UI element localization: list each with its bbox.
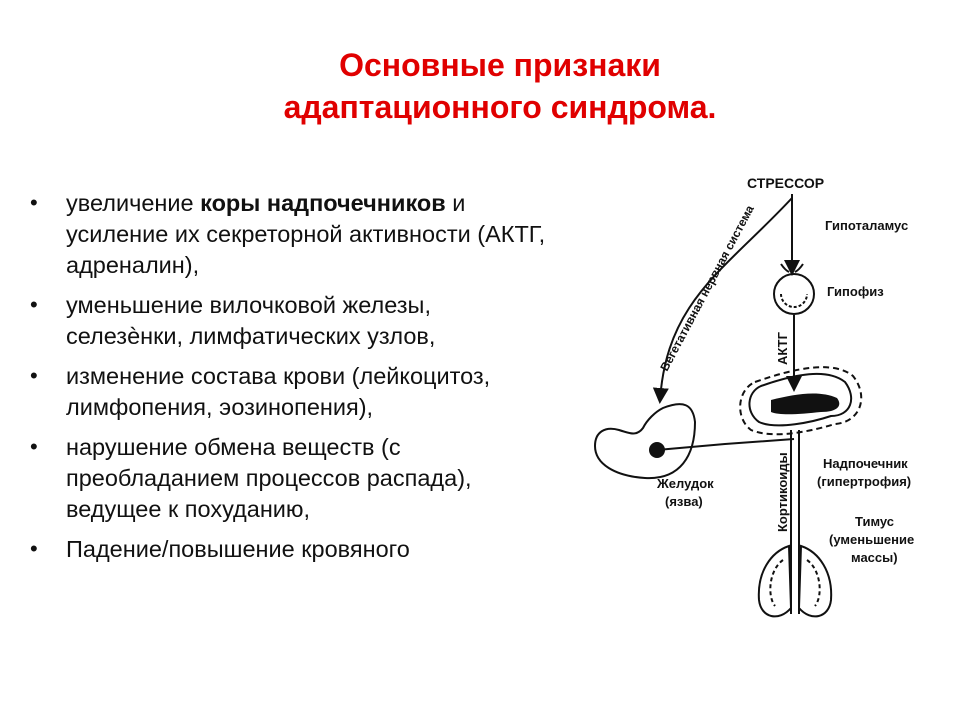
list-item: Падение/повышение кровяного <box>28 533 548 565</box>
corticoids-label: Кортикоиды <box>775 452 790 532</box>
adrenal-label-2: (гипертрофия) <box>817 474 911 489</box>
adrenal-outline <box>739 366 863 436</box>
thymus-icon <box>757 544 793 618</box>
stomach-label-2: (язва) <box>665 494 703 509</box>
thymus-label-1: Тимус <box>855 514 894 529</box>
list-item: уменьшение вилочковой железы, селезѐнки,… <box>28 289 548 352</box>
thymus-label-3: массы) <box>851 550 898 565</box>
stomach-label-1: Желудок <box>656 476 714 491</box>
stressor-label: СТРЕССОР <box>747 175 824 191</box>
thymus-label-2: (уменьшение <box>829 532 914 547</box>
adrenal-core <box>771 393 840 415</box>
list-item: нарушение обмена веществ (с преобладание… <box>28 431 548 525</box>
slide-title: Основные признаки адаптационного синдром… <box>220 44 780 128</box>
hypothalamus-label: Гипоталамус <box>825 218 908 233</box>
title-line-2: адаптационного синдрома. <box>283 89 717 125</box>
stomach-link <box>656 438 795 451</box>
nervous-system-label: Вегетативная нервная система <box>657 203 757 374</box>
stress-diagram: СТРЕССОР Гипоталамус Гипофиз Вегетативна… <box>593 175 914 618</box>
hypothalamus-mark <box>780 263 790 273</box>
hypothalamus-mark <box>794 263 804 273</box>
thymus-icon <box>769 559 784 607</box>
nerve-line <box>652 197 793 404</box>
bold-term: коры надпочечников <box>200 190 446 216</box>
bullet-list: увеличение коры надпочечников и усиление… <box>28 187 548 574</box>
stomach-icon <box>593 403 697 480</box>
thymus-icon <box>797 544 833 618</box>
pituitary-label: Гипофиз <box>827 284 884 299</box>
adrenal-outline <box>748 372 853 427</box>
thymus-icon <box>806 559 821 607</box>
adrenal-label-1: Надпочечник <box>823 456 908 471</box>
actg-label: АКТГ <box>775 331 790 365</box>
pituitary-icon <box>773 273 815 315</box>
list-item: увеличение коры надпочечников и усиление… <box>28 187 548 281</box>
title-line-1: Основные признаки <box>339 47 661 83</box>
list-item: изменение состава крови (лейкоцитоз, лим… <box>28 360 548 423</box>
ulcer-dot <box>649 442 665 458</box>
